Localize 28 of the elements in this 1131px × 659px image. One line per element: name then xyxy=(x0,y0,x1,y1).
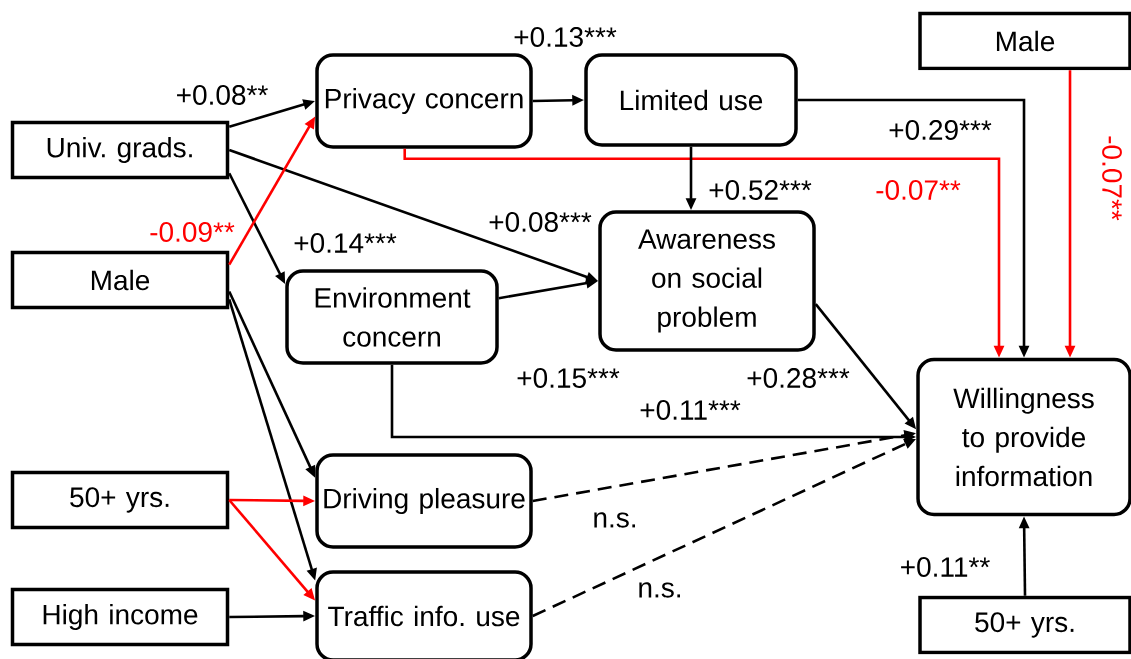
factor-box: High income xyxy=(10,587,230,647)
factor-box: 50+ yrs. xyxy=(918,595,1131,655)
edge-label: -0.07** xyxy=(1102,136,1122,221)
edge-label: +0.11*** xyxy=(640,400,741,420)
edge-label: +0.14*** xyxy=(294,233,397,253)
factor-box: Male xyxy=(10,250,230,310)
construct-box: Limited use xyxy=(584,53,798,147)
edge-label: +0.29*** xyxy=(889,120,992,140)
edge-label: +0.15*** xyxy=(517,368,620,388)
edge-label: n.s. xyxy=(639,582,680,598)
edge-label: +0.52*** xyxy=(709,180,812,200)
edge-label: +0.08*** xyxy=(489,212,592,232)
factor-box: Univ. grads. xyxy=(10,120,230,180)
edge-label: +0.13*** xyxy=(514,27,617,47)
construct-box: Willingness to provide information xyxy=(916,357,1131,517)
edge-label: -0.07** xyxy=(876,180,961,200)
construct-box: Privacy concern xyxy=(315,53,533,149)
edge-label: +0.28*** xyxy=(747,368,850,388)
factor-box: Male xyxy=(918,11,1131,71)
edge-label: n.s. xyxy=(594,512,635,528)
construct-box: Traffic info. use xyxy=(315,570,533,659)
construct-box: Environment concern xyxy=(285,269,499,365)
factor-box: 50+ yrs. xyxy=(10,470,230,530)
construct-box: Awareness on social problem xyxy=(598,210,816,352)
edge-label: -0.09** xyxy=(150,222,235,242)
edge-label: +0.11** xyxy=(901,557,990,577)
edge-label: +0.08** xyxy=(177,85,268,105)
construct-box: Driving pleasure xyxy=(315,453,533,549)
